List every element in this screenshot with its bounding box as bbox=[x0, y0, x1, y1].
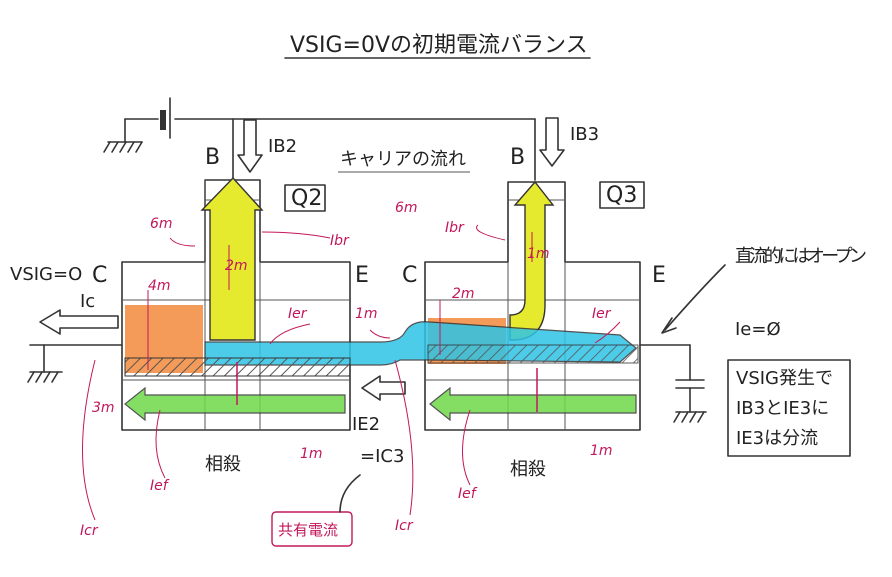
open-pointer-line bbox=[664, 264, 726, 331]
ief-right-label: Ief bbox=[458, 486, 478, 502]
dim-2m-base: 2m bbox=[225, 258, 248, 274]
q3-ief-arrow bbox=[429, 386, 637, 422]
dim-6m-right: 6m bbox=[395, 200, 418, 216]
ib3-arrow bbox=[539, 117, 565, 167]
carrier-flow-label: キャリアの流れ bbox=[340, 149, 466, 170]
ie2-label: IE2 bbox=[352, 414, 380, 435]
shared-current-label: 共有電流 bbox=[278, 521, 338, 539]
q3-label: Q3 bbox=[606, 183, 637, 208]
ground-top-icon bbox=[103, 141, 143, 153]
b-left-label: B bbox=[205, 145, 220, 170]
q2-label: Q2 bbox=[291, 186, 322, 211]
dim-3m: 3m bbox=[92, 400, 115, 416]
note-box bbox=[727, 359, 851, 457]
cancel-left-label: 相殺 bbox=[205, 454, 241, 475]
ib2-arrow bbox=[237, 119, 263, 173]
b-right-label: B bbox=[510, 145, 525, 170]
ibr-right-label: Ibr bbox=[445, 220, 465, 236]
ier-left-label: Ier bbox=[288, 306, 308, 322]
ib3-label: IB3 bbox=[570, 124, 599, 145]
dim-1m-left: 1m bbox=[300, 446, 323, 462]
icr-mid-label: Icr bbox=[395, 518, 414, 534]
note-line-3: IE3は分流 bbox=[736, 428, 818, 449]
q2-base-current-arrow bbox=[200, 176, 264, 341]
open-label: 直流的にはオープン bbox=[735, 246, 867, 267]
ie0-label: Ie=Ø bbox=[735, 319, 781, 340]
vsig-label: VSIG=O bbox=[10, 264, 82, 285]
dim-6m: 6m bbox=[150, 216, 173, 232]
ief-left-label: Ief bbox=[150, 478, 170, 494]
q2-ief-arrow bbox=[124, 386, 346, 422]
icr-left-label: Icr bbox=[80, 523, 99, 539]
cancel-right-label: 相殺 bbox=[510, 459, 546, 480]
ie2-arrow bbox=[361, 375, 406, 401]
q2-box bbox=[284, 184, 326, 212]
e-right-label: E bbox=[652, 263, 666, 288]
ic-label: Ic bbox=[80, 291, 95, 312]
ic3-label: =IC3 bbox=[360, 446, 404, 467]
dim-2m: 2m bbox=[452, 286, 475, 302]
q3-hatched-layer bbox=[427, 344, 639, 364]
e-mid-label: E bbox=[355, 263, 369, 288]
ib2-label: IB2 bbox=[268, 136, 297, 157]
ier-right-label: Ier bbox=[592, 306, 612, 322]
ground-left-icon bbox=[27, 371, 63, 383]
q3-box bbox=[599, 181, 645, 209]
c-left-label: C bbox=[92, 263, 107, 288]
dim-4m: 4m bbox=[148, 278, 171, 294]
note-line-2: IB3とIE3に bbox=[736, 398, 829, 419]
shared-current-box bbox=[271, 511, 353, 547]
ground-right-icon bbox=[673, 411, 707, 423]
dim-1m-mid: 1m bbox=[355, 306, 378, 322]
title: VSIG=0Vの初期電流バランス bbox=[290, 33, 588, 58]
note-line-1: VSIG発生で bbox=[736, 368, 833, 389]
dim-1m-base: 1m bbox=[527, 246, 550, 262]
ic-arrow bbox=[39, 309, 119, 335]
ibr-left-label: Ibr bbox=[330, 233, 350, 249]
dim-1m-right: 1m bbox=[590, 443, 613, 459]
c-mid-label: C bbox=[402, 263, 417, 288]
